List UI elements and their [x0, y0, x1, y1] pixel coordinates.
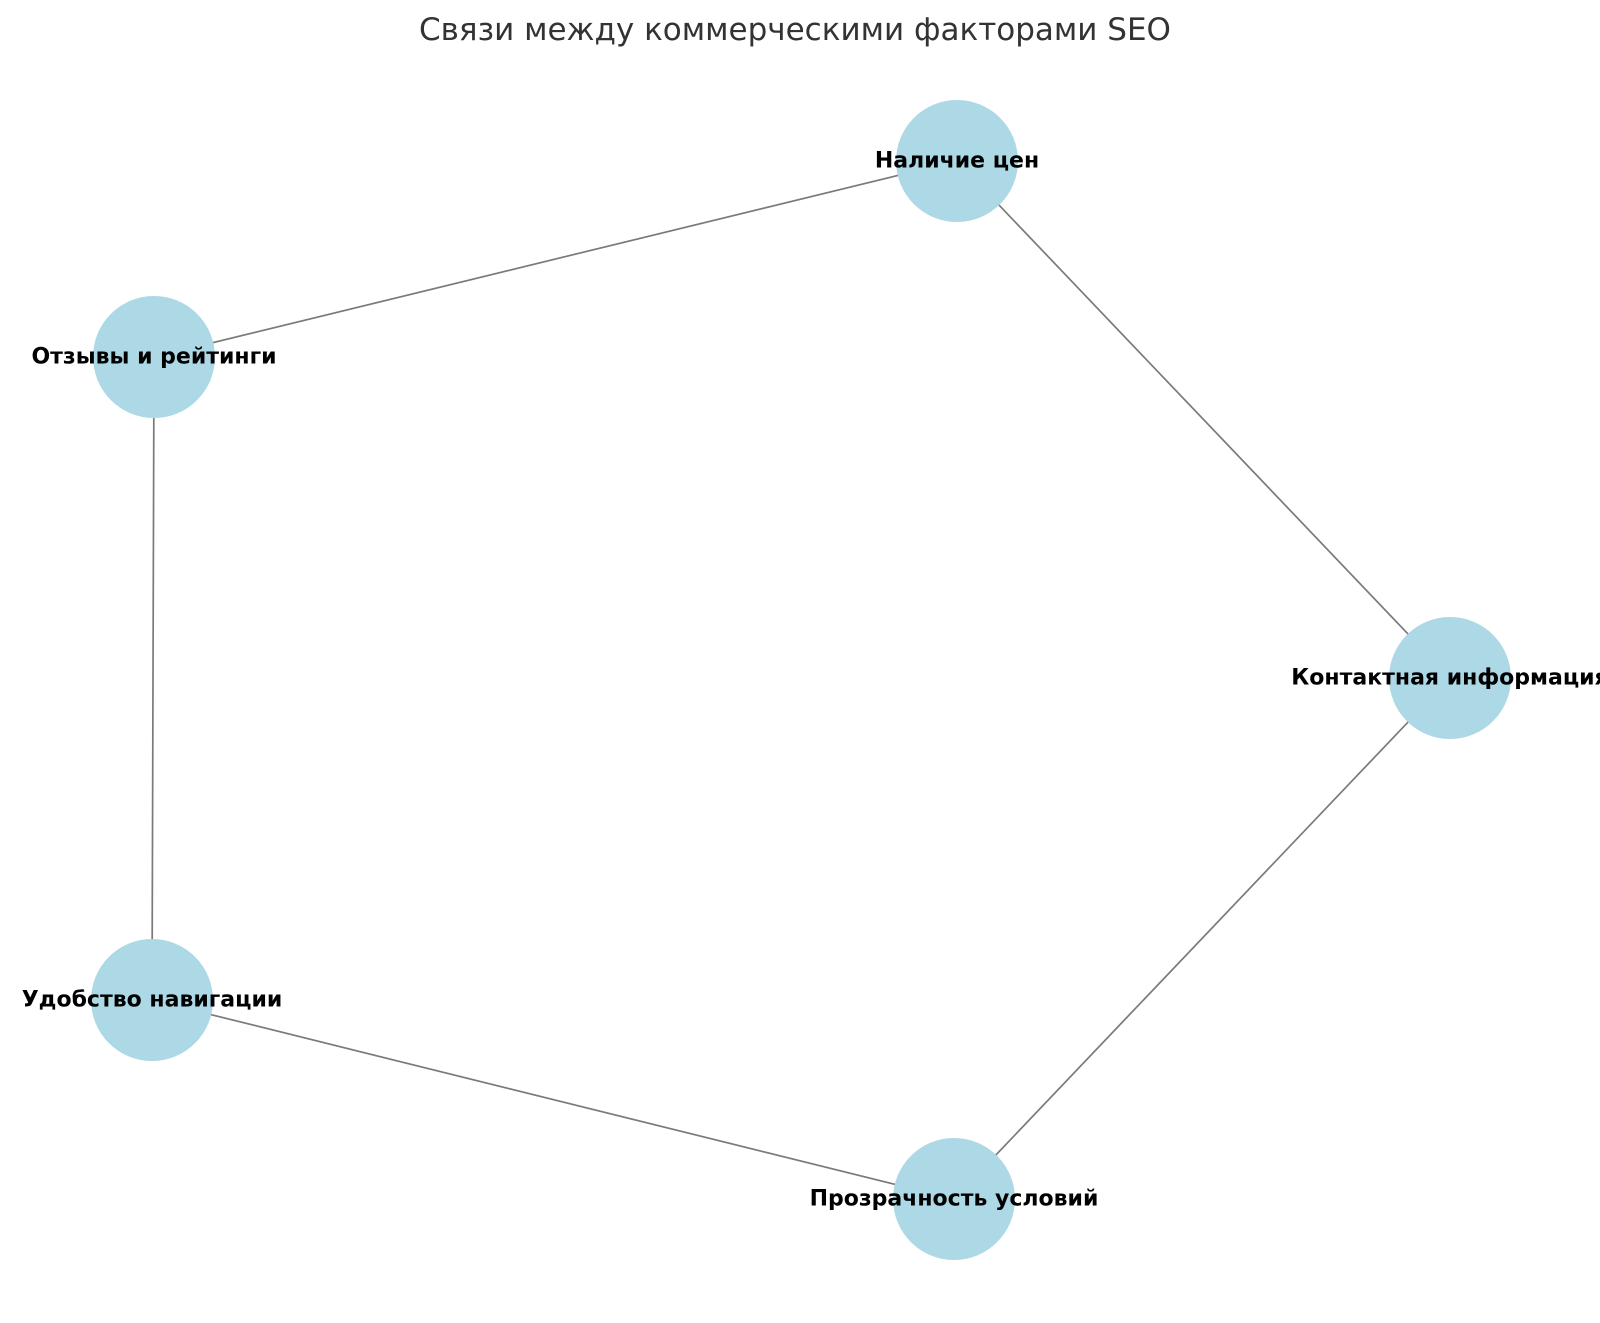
node-prices	[896, 100, 1018, 222]
node-navigation	[91, 939, 213, 1061]
node-label-prices: Наличие цен	[875, 149, 1039, 174]
nodes-layer	[91, 100, 1511, 1260]
edge-navigation--transparency	[151, 999, 955, 1200]
edges-layer	[151, 160, 1451, 1200]
edge-reviews--navigation	[151, 356, 155, 1001]
edge-prices--reviews	[153, 160, 958, 358]
node-label-transparency: Прозрачность условий	[810, 1187, 1099, 1212]
figure-title: Связи между коммерческими факторами SEO	[419, 12, 1171, 48]
edge-prices--contact-info	[956, 160, 1451, 679]
node-label-navigation: Удобство навигации	[22, 988, 283, 1013]
node-contact-info	[1389, 617, 1511, 739]
node-reviews	[93, 296, 215, 418]
node-transparency	[893, 1138, 1015, 1260]
edge-contact-info--transparency	[953, 677, 1451, 1200]
node-label-reviews: Отзывы и рейтинги	[31, 345, 276, 370]
node-label-contact-info: Контактная информация	[1291, 666, 1600, 691]
